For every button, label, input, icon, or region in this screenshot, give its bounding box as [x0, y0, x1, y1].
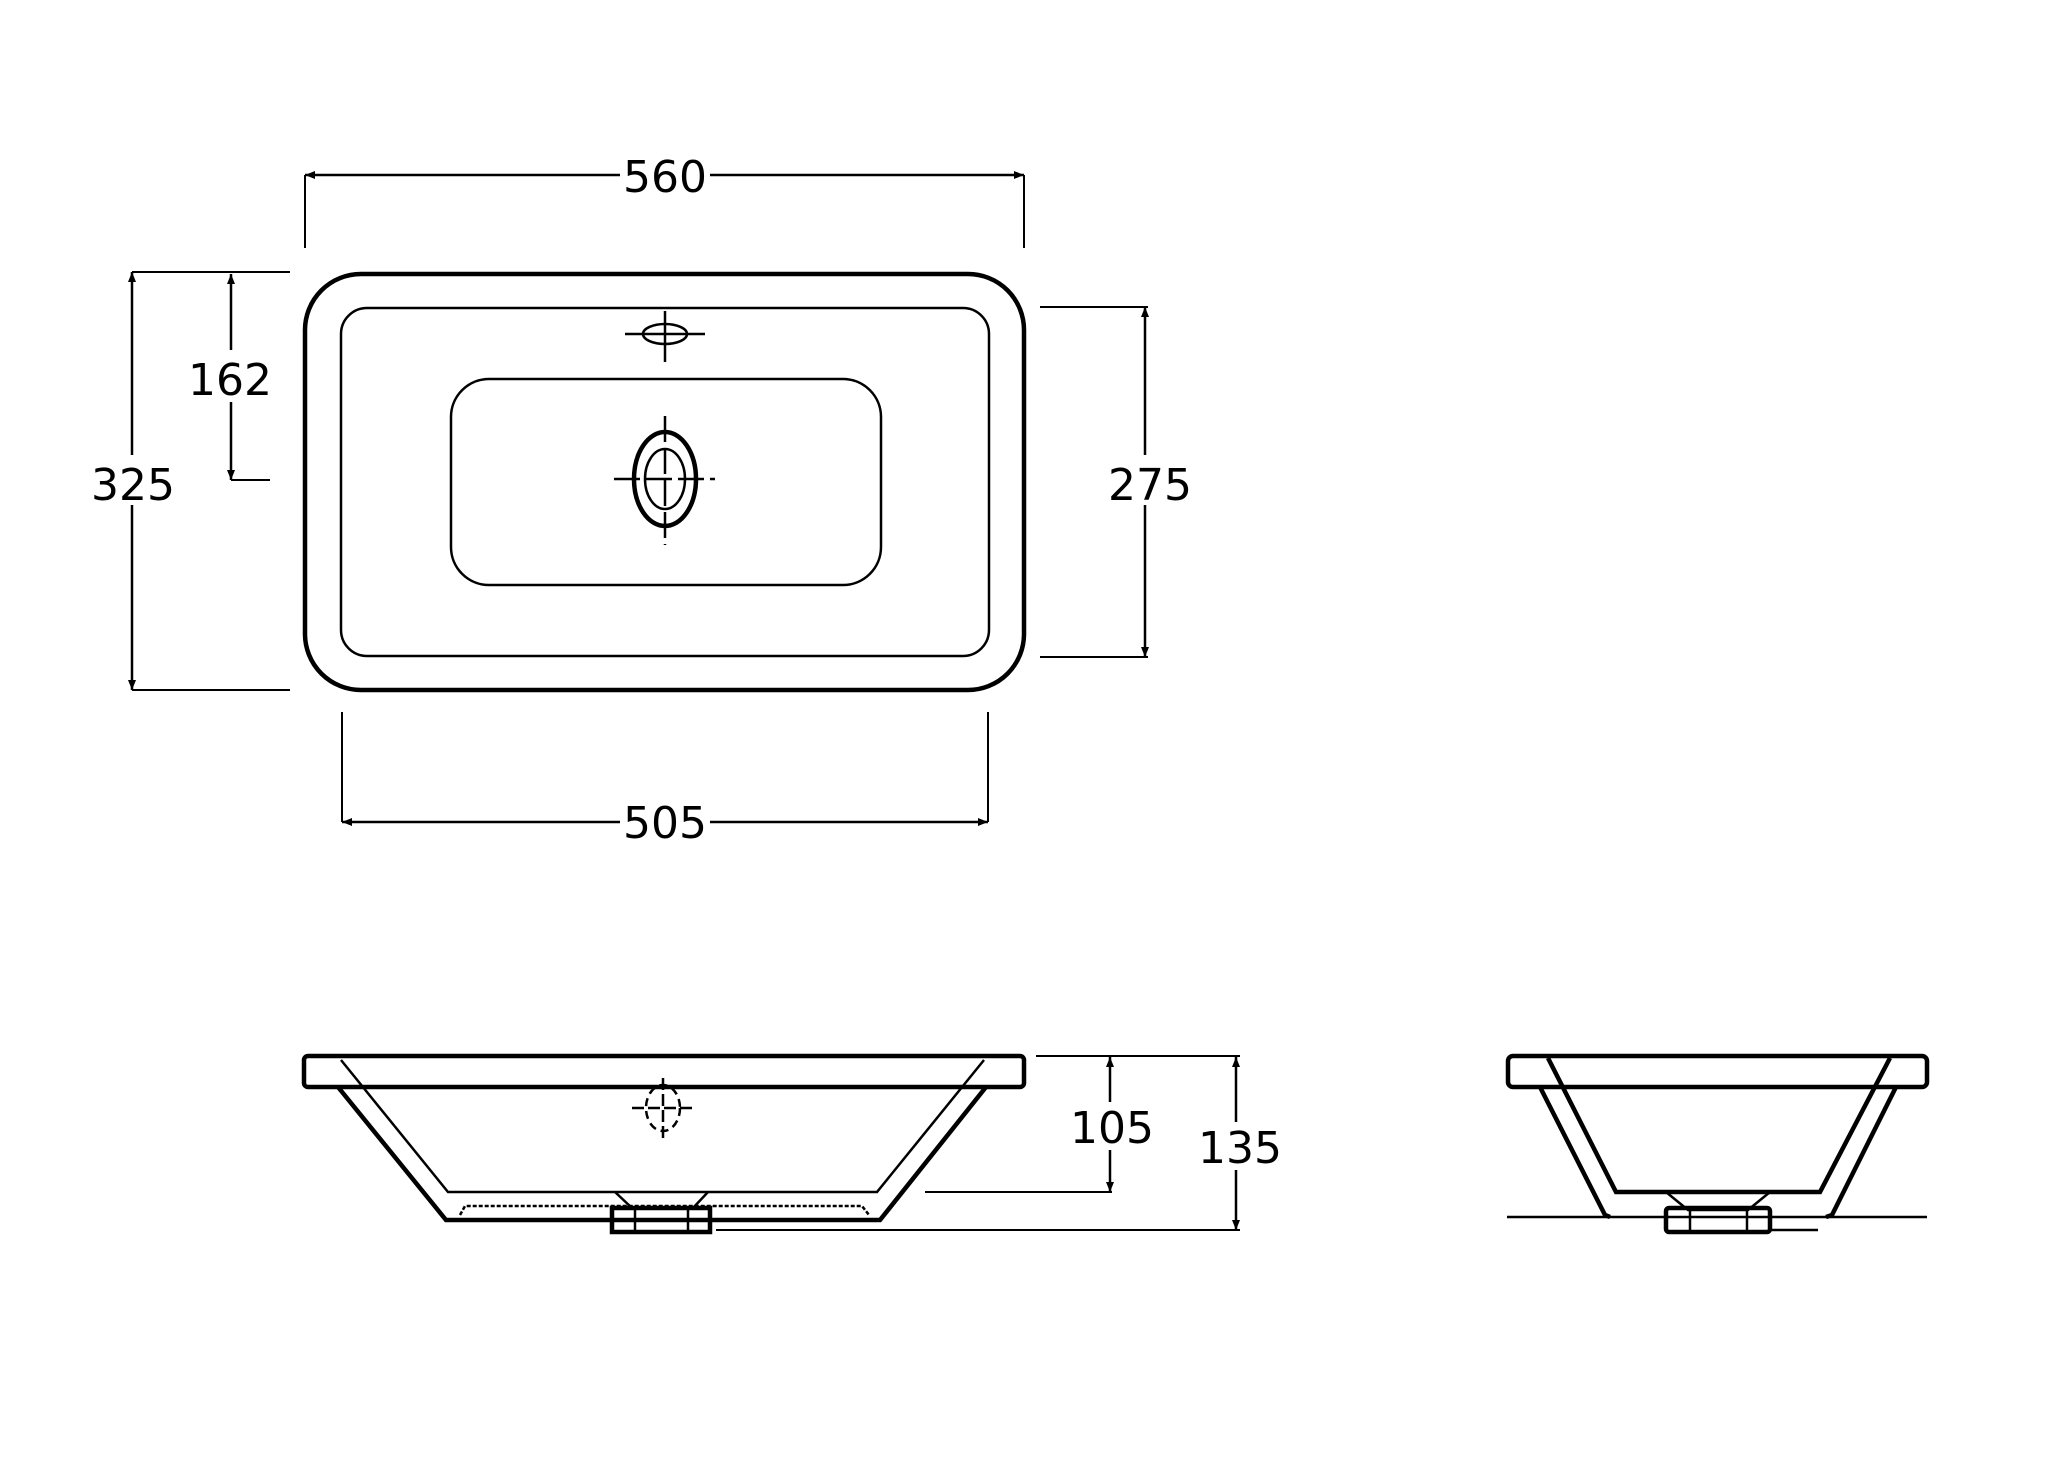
side-flange	[1505, 1053, 1930, 1090]
plan-view: 560 325	[91, 152, 1192, 849]
dim-label-560: 560	[623, 152, 707, 203]
front-elevation-view: 105 135	[301, 1053, 1282, 1235]
dim-label-275: 275	[1108, 460, 1192, 511]
dim-label-135: 135	[1198, 1123, 1282, 1174]
side-bowl-outer-right	[1825, 1085, 1899, 1220]
basin-outer-rim	[302, 271, 1027, 693]
basin-bowl	[449, 377, 883, 587]
basin-inner-rim	[339, 306, 991, 658]
side-elevation-view	[1505, 1053, 1930, 1235]
dim-label-105: 105	[1070, 1103, 1154, 1154]
dimension-bowl-depth: 105	[925, 1055, 1240, 1193]
side-bowl-inner	[1545, 1056, 1892, 1195]
dimension-inner-width: 505	[341, 712, 989, 849]
dimension-overall-height: 135	[716, 1057, 1282, 1231]
side-drain-outlet	[1663, 1205, 1773, 1235]
front-bowl-inner	[340, 1059, 985, 1194]
dim-label-162: 162	[188, 355, 272, 406]
dim-label-505: 505	[623, 798, 707, 849]
hidden-overflow-icon	[632, 1078, 693, 1138]
front-bowl-outer	[336, 1085, 988, 1223]
dimension-overall-depth: 325	[91, 271, 290, 691]
dim-label-325: 325	[91, 460, 175, 511]
dimension-inner-depth: 275	[1040, 306, 1192, 658]
front-drain-outlet	[609, 1205, 713, 1235]
dimension-tap-hole-offset: 162	[188, 274, 272, 481]
tap-hole-icon	[625, 311, 705, 362]
dimension-overall-width: 560	[304, 152, 1025, 248]
drain-icon	[614, 416, 715, 545]
